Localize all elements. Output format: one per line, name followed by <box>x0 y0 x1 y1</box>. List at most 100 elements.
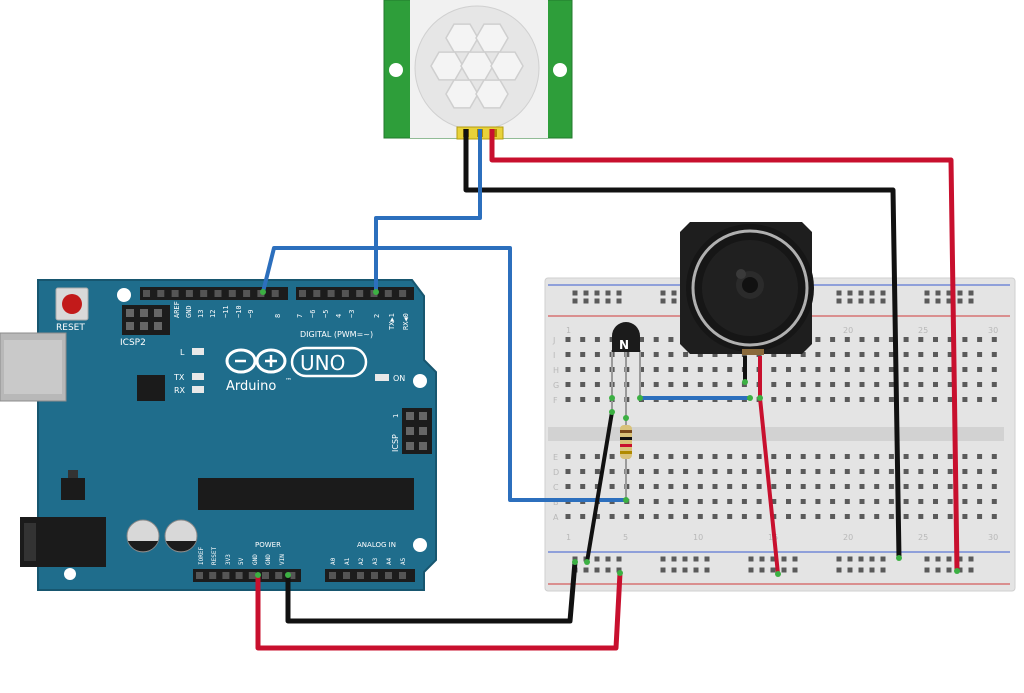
breadboard-hole <box>815 484 821 489</box>
rail-hole <box>693 567 699 573</box>
wire-end-dot <box>954 568 960 574</box>
wire-end-dot <box>584 559 590 565</box>
breadboard-hole <box>609 514 615 519</box>
pin-label-3: ~3 <box>348 310 356 318</box>
rail-hole <box>957 556 963 562</box>
breadboard-hole <box>800 484 806 489</box>
header-pin <box>228 290 236 297</box>
breadboard-hole <box>727 382 733 387</box>
breadboard-hole <box>565 352 571 357</box>
breadboard-hole <box>565 514 571 519</box>
breadboard-hole <box>933 382 938 387</box>
pin-label-ioref: IOREF <box>198 547 205 565</box>
col-number-30: 30 <box>988 326 998 335</box>
wire-end-dot <box>255 572 261 578</box>
breadboard-hole <box>756 514 762 519</box>
breadboard-hole <box>962 337 968 342</box>
breadboard-hole <box>800 514 806 519</box>
col-number-30-bottom: 30 <box>988 533 998 542</box>
breadboard-hole <box>918 337 924 342</box>
rail-hole <box>924 556 930 562</box>
col-number-1: 1 <box>566 326 571 335</box>
speaker <box>680 222 814 355</box>
breadboard-hole <box>639 454 644 459</box>
rail-hole <box>660 556 666 562</box>
rail-hole <box>946 567 952 573</box>
breadboard-hole <box>815 514 821 519</box>
breadboard-hole <box>683 484 689 489</box>
breadboard-hole <box>565 367 571 372</box>
rail-hole <box>957 298 963 304</box>
breadboard-hole <box>977 367 983 372</box>
header-pin <box>185 290 193 297</box>
breadboard-hole <box>874 469 880 474</box>
wire-end-dot <box>285 572 291 578</box>
digital-pin-labels: AREF GND 13 12 ~11 ~10 ~9 8 7 ~6 ~5 4 ~3… <box>173 301 410 330</box>
reset-button-cap[interactable] <box>62 294 82 314</box>
breadboard-hole <box>594 454 600 459</box>
breadboard-hole <box>844 367 850 372</box>
breadboard-hole <box>594 397 600 402</box>
breadboard-hole <box>844 337 850 342</box>
breadboard-hole <box>947 469 953 474</box>
col-number-25-bottom: 25 <box>918 533 928 542</box>
breadboard-hole <box>918 484 924 489</box>
rail-hole <box>671 567 677 573</box>
breadboard-hole <box>888 499 894 504</box>
wire-end-dot <box>775 571 781 577</box>
breadboard-hole <box>933 337 938 342</box>
rail-hole <box>869 290 875 296</box>
led-rx-label: RX <box>174 386 186 395</box>
breadboard-hole <box>639 352 644 357</box>
breadboard-hole <box>800 454 806 459</box>
breadboard-hole <box>697 454 703 459</box>
breadboard-hole <box>580 382 586 387</box>
pin-label-9: ~9 <box>247 310 255 318</box>
breadboard-hole <box>830 469 836 474</box>
lens-hexagon <box>430 51 464 81</box>
rail-hole <box>605 298 611 304</box>
lens-hexagon <box>475 23 509 53</box>
breadboard-hole <box>947 499 953 504</box>
breadboard-hole <box>683 469 689 474</box>
rail-hole <box>594 290 600 296</box>
rail-hole <box>869 298 875 304</box>
wire-end-dot <box>373 289 379 295</box>
breadboard-hole <box>962 352 968 357</box>
rail-hole <box>836 556 842 562</box>
header-pin <box>357 572 364 579</box>
breadboard-hole <box>771 454 777 459</box>
wire-end-dot <box>572 559 578 565</box>
rail-hole <box>781 556 787 562</box>
breadboard-hole <box>786 499 791 504</box>
pin-label-a2: A2 <box>358 557 365 565</box>
breadboard-hole <box>815 454 821 459</box>
pin-label-a1: A1 <box>344 557 351 565</box>
breadboard-hole <box>653 352 659 357</box>
breadboard-hole <box>830 352 836 357</box>
lens-hexagon <box>490 51 524 81</box>
breadboard-hole <box>712 352 718 357</box>
wire-end-dot <box>617 570 623 576</box>
header-pin <box>248 572 256 579</box>
wire-sensor-vcc <box>489 129 960 572</box>
capacitor <box>126 519 160 553</box>
wires <box>255 129 960 651</box>
breadboard-hole <box>844 484 850 489</box>
breadboard-hole <box>962 454 968 459</box>
row-letter-h: H <box>553 366 559 375</box>
header-pin <box>356 290 364 297</box>
icsp2-label: ICSP2 <box>120 338 146 348</box>
breadboard-hole <box>594 367 600 372</box>
breadboard-hole <box>653 382 659 387</box>
breadboard-hole <box>639 337 644 342</box>
rail-hole <box>968 567 974 573</box>
breadboard-hole <box>815 382 821 387</box>
sensor-mount-hole <box>553 63 567 77</box>
col-number-20-bottom: 20 <box>843 533 853 542</box>
breadboard-hole <box>712 469 718 474</box>
rail-hole <box>682 556 688 562</box>
breadboard-hole <box>756 469 762 474</box>
pin-label-rx0: RX◀0 <box>402 313 410 330</box>
breadboard-hole <box>653 499 659 504</box>
